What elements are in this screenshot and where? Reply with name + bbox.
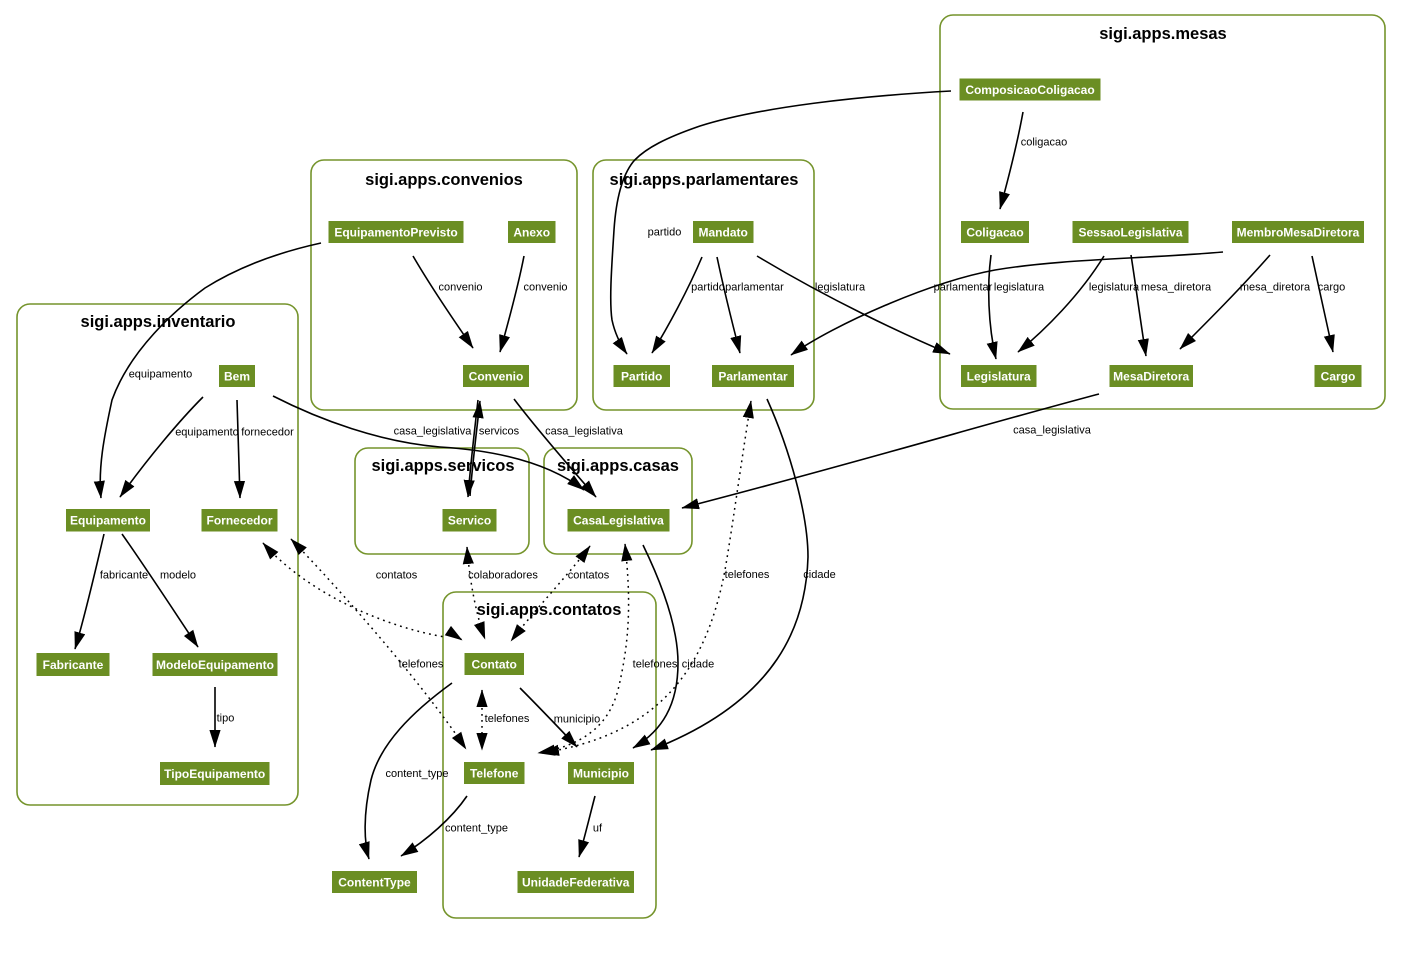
svg-text:sigi.apps.parlamentares: sigi.apps.parlamentares — [610, 171, 799, 189]
svg-text:parlamentar: parlamentar — [725, 282, 784, 294]
svg-text:legislatura: legislatura — [1089, 282, 1140, 294]
svg-text:MembroMesaDiretora: MembroMesaDiretora — [1237, 226, 1360, 240]
svg-text:contatos: contatos — [376, 570, 418, 582]
svg-text:Parlamentar: Parlamentar — [718, 370, 788, 384]
svg-text:Servico: Servico — [448, 514, 491, 528]
svg-text:Cargo: Cargo — [1321, 370, 1356, 384]
svg-text:sigi.apps.contatos: sigi.apps.contatos — [477, 601, 622, 619]
svg-text:mesa_diretora: mesa_diretora — [1141, 282, 1212, 294]
svg-text:cidade: cidade — [803, 569, 835, 581]
svg-text:Fabricante: Fabricante — [43, 658, 104, 672]
svg-text:Equipamento: Equipamento — [70, 514, 146, 528]
svg-text:EquipamentoPrevisto: EquipamentoPrevisto — [334, 226, 457, 240]
svg-text:legislatura: legislatura — [994, 282, 1045, 294]
svg-text:sigi.apps.inventario: sigi.apps.inventario — [81, 313, 236, 331]
svg-text:legislatura: legislatura — [815, 282, 866, 294]
svg-text:uf: uf — [593, 822, 603, 834]
svg-text:TipoEquipamento: TipoEquipamento — [164, 767, 265, 781]
svg-text:convenio: convenio — [438, 282, 482, 294]
svg-text:cargo: cargo — [1318, 282, 1346, 294]
svg-text:telefones: telefones — [633, 658, 678, 670]
svg-text:Legislatura: Legislatura — [967, 370, 1031, 384]
svg-text:contatos: contatos — [568, 570, 610, 582]
svg-text:equipamento: equipamento — [175, 427, 239, 439]
svg-text:ModeloEquipamento: ModeloEquipamento — [156, 658, 274, 672]
svg-text:sigi.apps.convenios: sigi.apps.convenios — [365, 171, 523, 189]
svg-text:cidade: cidade — [682, 658, 714, 670]
svg-text:Partido: Partido — [621, 370, 662, 384]
svg-text:casa_legislativa: casa_legislativa — [545, 426, 624, 438]
svg-text:parlamentar: parlamentar — [934, 282, 993, 294]
svg-text:equipamento: equipamento — [129, 369, 193, 381]
svg-text:partido: partido — [691, 282, 725, 294]
svg-text:modelo: modelo — [160, 570, 196, 582]
svg-text:sigi.apps.mesas: sigi.apps.mesas — [1099, 25, 1226, 43]
svg-text:coligacao: coligacao — [1021, 137, 1067, 149]
svg-text:tipo: tipo — [217, 713, 235, 725]
svg-text:ComposicaoColigacao: ComposicaoColigacao — [965, 83, 1094, 97]
svg-text:SessaoLegislativa: SessaoLegislativa — [1078, 226, 1182, 240]
svg-text:fabricante: fabricante — [100, 570, 148, 582]
svg-text:Municipio: Municipio — [573, 767, 629, 781]
svg-text:UnidadeFederativa: UnidadeFederativa — [522, 876, 630, 890]
svg-text:telefones: telefones — [725, 569, 770, 581]
svg-text:Fornecedor: Fornecedor — [206, 514, 272, 528]
svg-text:Bem: Bem — [224, 370, 250, 384]
svg-text:convenio: convenio — [523, 282, 567, 294]
svg-text:mesa_diretora: mesa_diretora — [1240, 282, 1311, 294]
svg-text:Coligacao: Coligacao — [966, 226, 1023, 240]
svg-text:casa_legislativa: casa_legislativa — [394, 426, 473, 438]
svg-text:content_type: content_type — [386, 768, 449, 780]
svg-text:municipio: municipio — [554, 714, 600, 726]
svg-text:partido: partido — [648, 227, 682, 239]
svg-text:MesaDiretora: MesaDiretora — [1113, 370, 1189, 384]
svg-text:Contato: Contato — [472, 658, 517, 672]
svg-text:Anexo: Anexo — [513, 226, 550, 240]
svg-text:colaboradores: colaboradores — [468, 570, 538, 582]
svg-text:Mandato: Mandato — [699, 226, 748, 240]
svg-text:ContentType: ContentType — [338, 876, 411, 890]
svg-text:telefones: telefones — [485, 713, 530, 725]
svg-text:servicos: servicos — [479, 426, 520, 438]
svg-text:telefones: telefones — [399, 658, 444, 670]
svg-text:CasaLegislativa: CasaLegislativa — [573, 514, 664, 528]
svg-text:content_type: content_type — [445, 822, 508, 834]
svg-text:Telefone: Telefone — [470, 767, 519, 781]
svg-text:casa_legislativa: casa_legislativa — [1013, 425, 1092, 437]
svg-text:Convenio: Convenio — [469, 370, 524, 384]
svg-text:fornecedor: fornecedor — [241, 427, 294, 439]
svg-text:sigi.apps.servicos: sigi.apps.servicos — [371, 457, 514, 475]
